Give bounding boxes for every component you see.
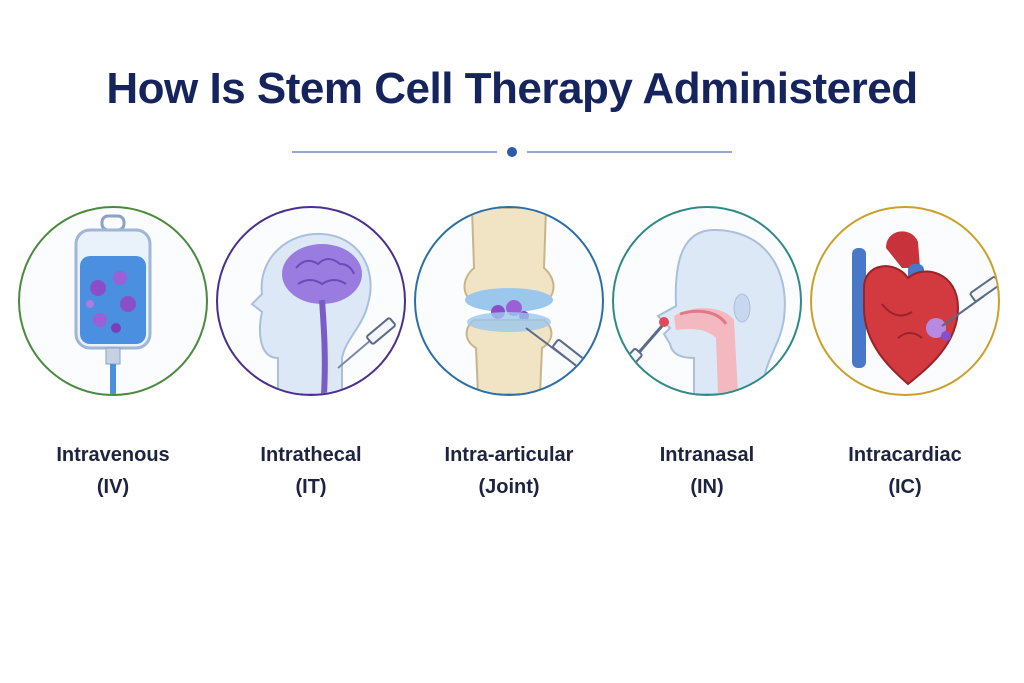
route-name: Intravenous bbox=[56, 444, 170, 466]
route-intracardiac: Intracardiac (IC) bbox=[810, 206, 1000, 506]
route-intranasal: Intranasal (IN) bbox=[612, 206, 802, 506]
route-name: Intrathecal bbox=[260, 444, 362, 466]
knee-joint-icon bbox=[463, 208, 584, 394]
route-abbreviation: (IV) bbox=[96, 476, 130, 498]
title-divider bbox=[292, 147, 732, 157]
route-abbreviation: (IN) bbox=[690, 476, 724, 498]
spine-injection-icon bbox=[250, 232, 396, 394]
route-circle bbox=[810, 206, 1000, 396]
route-abbreviation: (Joint) bbox=[478, 476, 540, 498]
route-abbreviation: (IT) bbox=[295, 476, 327, 498]
heart-injection-icon bbox=[852, 231, 998, 386]
route-intra-articular: Intra-articular (Joint) bbox=[414, 206, 604, 506]
route-circle bbox=[18, 206, 208, 396]
route-circle bbox=[414, 206, 604, 396]
route-intravenous: Intravenous (IV) bbox=[18, 206, 208, 506]
page-title: How Is Stem Cell Therapy Administered bbox=[106, 64, 918, 113]
nasal-spray-icon bbox=[621, 228, 786, 394]
route-circle bbox=[216, 206, 406, 396]
route-intrathecal: Intrathecal (IT) bbox=[216, 206, 406, 506]
route-circle bbox=[612, 206, 802, 396]
route-abbreviation: (IC) bbox=[888, 476, 922, 498]
route-name: Intra-articular bbox=[444, 444, 574, 466]
route-name: Intracardiac bbox=[848, 444, 962, 466]
route-name: Intranasal bbox=[659, 444, 755, 466]
iv-bag-icon bbox=[74, 214, 152, 394]
